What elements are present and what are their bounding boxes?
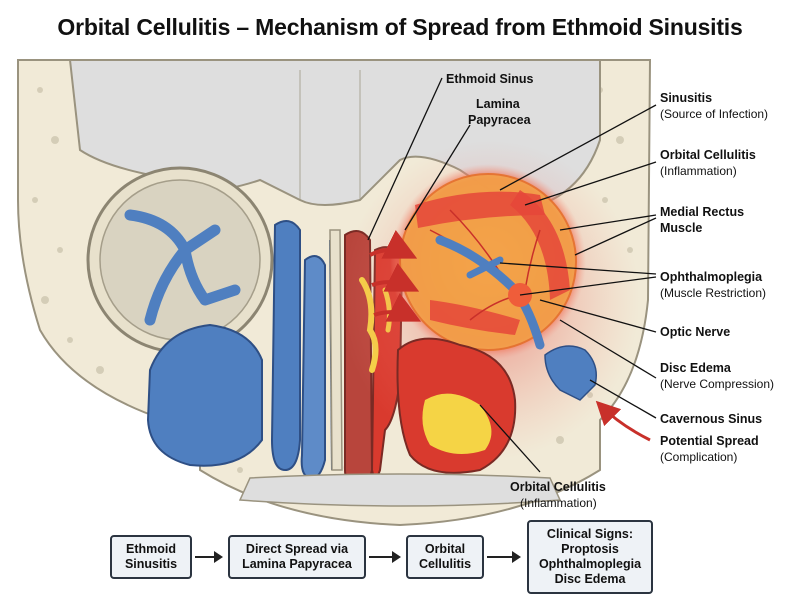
labels: Ethmoid Sinus Lamina Papyracea Sinusitis… (446, 72, 774, 510)
flow-text: Sinusitis (124, 557, 178, 571)
cavernous-sinus (544, 345, 597, 401)
right-maxillary-infected (396, 337, 517, 474)
diagram-title: Orbital Cellulitis – Mechanism of Spread… (57, 14, 743, 40)
label-orbital-cellulitis-bottom: Orbital Cellulitis (510, 480, 606, 494)
nasal-septum (329, 229, 343, 471)
label-optic-nerve: Optic Nerve (660, 325, 730, 339)
flow-text: Ophthalmoplegia (538, 557, 642, 571)
leader-lines (367, 77, 657, 473)
flow-text: Ethmoid (126, 542, 176, 556)
label-orbital-cellulitis-bottom-sub: (Inflammation) (520, 496, 597, 510)
flow-arrow (487, 551, 521, 563)
flow-box-clinical-signs: Clinical Signs: Proptosis Ophthalmoplegi… (527, 520, 653, 594)
flow-text: Orbital (424, 542, 466, 556)
label-disc-edema-sub: (Nerve Compression) (660, 377, 774, 391)
palate (238, 473, 562, 507)
left-maxillary-sinus (146, 323, 263, 467)
flow-text: Lamina Papyracea (242, 557, 352, 571)
flow-text: Disc Edema (554, 572, 626, 586)
label-ophthalmoplegia: Ophthalmoplegia (660, 270, 763, 284)
flow-text: Proptosis (561, 542, 619, 556)
flow-box-direct-spread: Direct Spread via Lamina Papyracea (228, 535, 366, 579)
flow-arrow (369, 551, 401, 563)
flow-text: Clinical Signs: (546, 527, 634, 541)
label-cavernous-sinus: Cavernous Sinus (660, 412, 762, 426)
label-potential-spread: Potential Spread (660, 434, 759, 448)
label-medial-rectus-1: Medial Rectus (660, 205, 744, 219)
flow-text: Cellulitis (418, 557, 472, 571)
label-orbital-cellulitis: Orbital Cellulitis (660, 148, 756, 162)
label-orbital-cellulitis-sub: (Inflammation) (660, 164, 737, 178)
flow-box-orbital-cellulitis: Orbital Cellulitis (406, 535, 484, 579)
flow-text: Direct Spread via (245, 542, 349, 556)
label-sinusitis: Sinusitis (660, 91, 712, 105)
label-ophthalmoplegia-sub: (Muscle Restriction) (660, 286, 766, 300)
label-disc-edema: Disc Edema (660, 361, 732, 375)
label-lamina-1: Lamina (476, 97, 521, 111)
flow-box-ethmoid-sinusitis: Ethmoid Sinusitis (110, 535, 192, 579)
left-orbit (86, 166, 274, 354)
label-ethmoid-sinus: Ethmoid Sinus (446, 72, 534, 86)
label-medial-rectus-2: Muscle (660, 221, 702, 235)
label-potential-spread-sub: (Complication) (660, 450, 737, 464)
label-lamina-2: Papyracea (468, 113, 532, 127)
flow-arrow (195, 551, 223, 563)
spread-arrows (369, 229, 422, 322)
right-orbit-inflamed (390, 164, 586, 360)
potential-spread-arrow (595, 400, 651, 442)
label-sinusitis-sub: (Source of Infection) (660, 107, 768, 121)
